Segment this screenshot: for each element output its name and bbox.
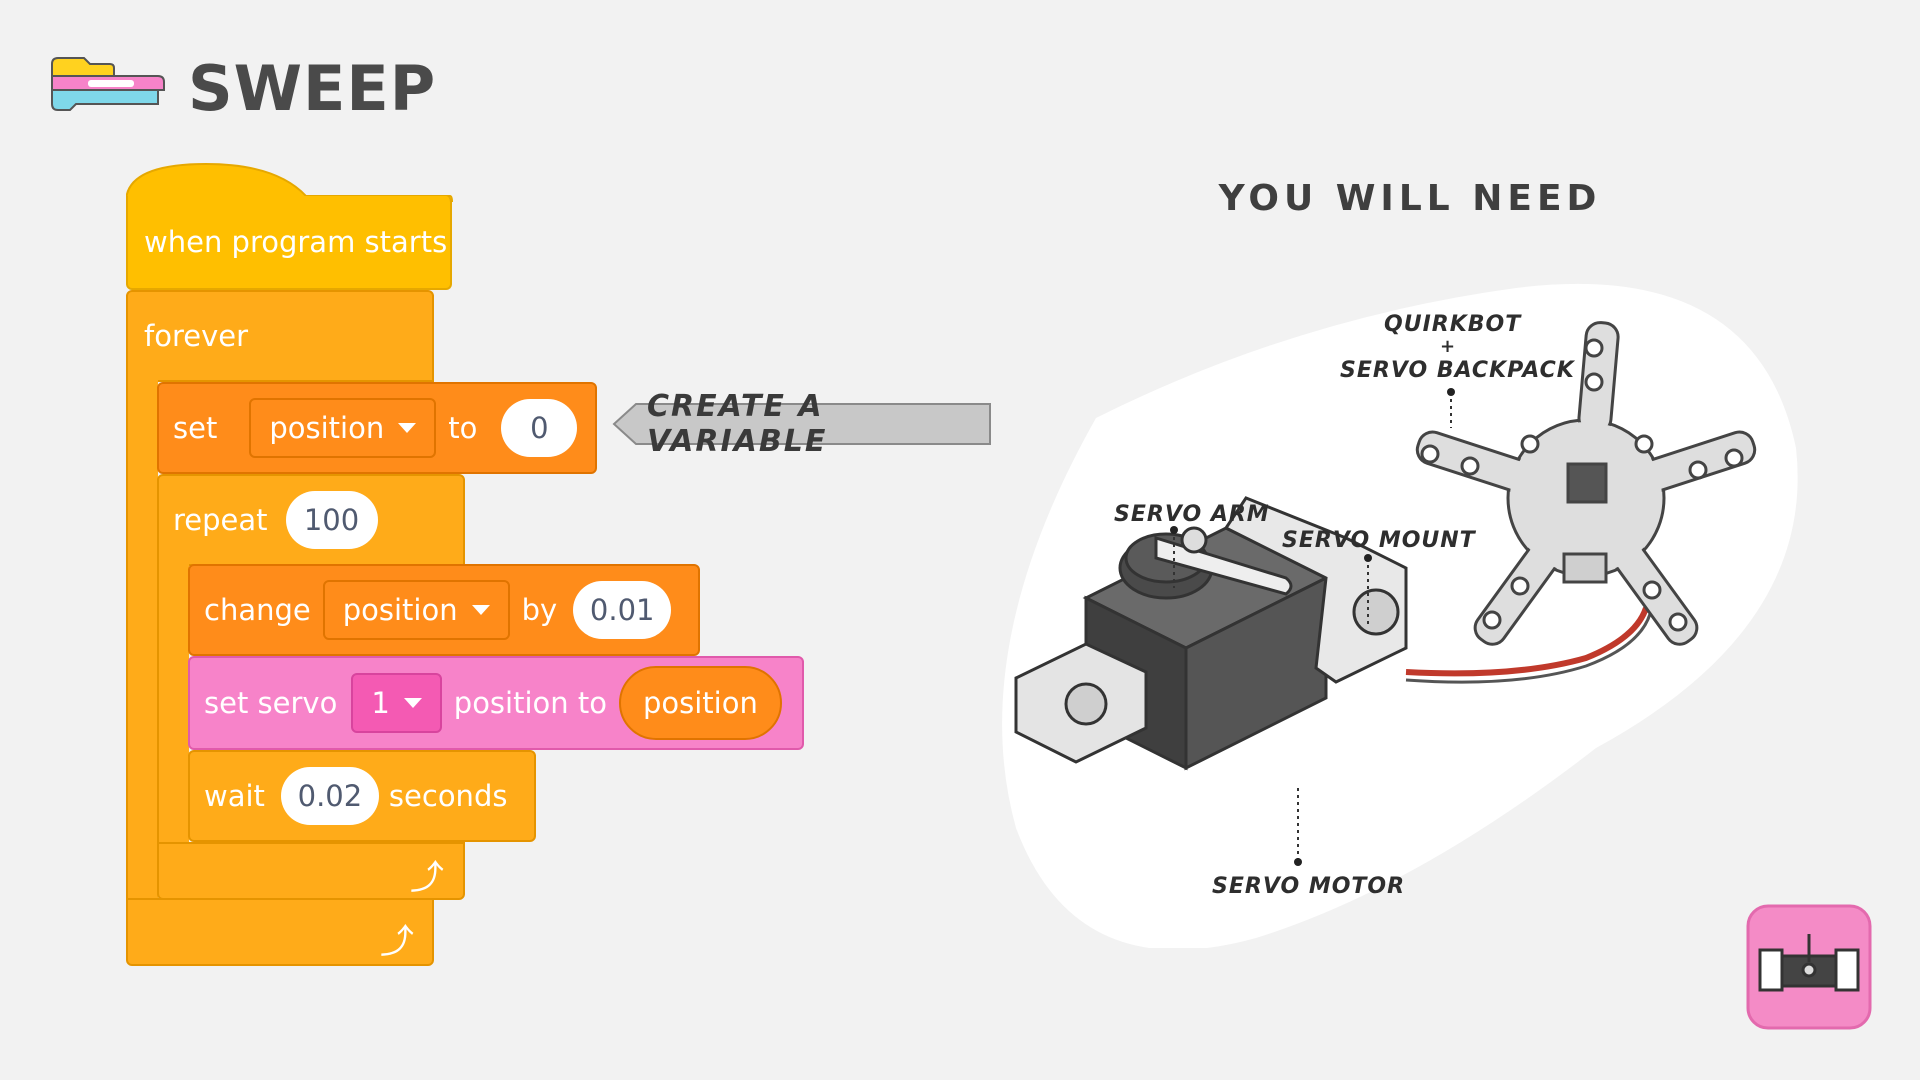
caret-down-icon — [398, 423, 417, 433]
when-program-starts-label: when program starts — [144, 225, 448, 259]
to-label: to — [448, 411, 478, 445]
loop-arrow-icon: ⤴ — [410, 858, 444, 898]
page-title: SWEEP — [188, 52, 437, 125]
forever-arm — [126, 380, 158, 900]
repeat-label: repeat — [173, 503, 268, 537]
servo-dropdown[interactable]: 1 — [351, 673, 442, 733]
quirkbot-label: QUIRKBOT — [1384, 312, 1522, 337]
variable-dropdown-value: position — [342, 593, 458, 627]
change-value-input[interactable]: 0.01 — [573, 581, 672, 639]
change-variable-block[interactable]: change position by 0.01 — [188, 564, 700, 656]
you-will-need-heading: YOU WILL NEED — [1218, 178, 1602, 219]
wait-block[interactable]: wait 0.02 seconds — [188, 750, 536, 842]
servo-dropdown-value: 1 — [371, 686, 390, 720]
variable-dropdown-value: position — [269, 411, 385, 445]
position-to-label: position to — [453, 686, 607, 720]
hat-block-shape — [126, 162, 454, 202]
variable-dropdown[interactable]: position — [249, 398, 437, 458]
set-servo-label: set servo — [204, 686, 338, 720]
caret-down-icon — [471, 605, 490, 615]
by-label: by — [521, 593, 558, 627]
servo-motor-label: SERVO MOTOR — [1212, 874, 1406, 899]
forever-block[interactable]: forever — [126, 290, 434, 382]
servo-mount-label: SERVO MOUNT — [1282, 528, 1476, 553]
set-value-input[interactable]: 0 — [501, 399, 578, 457]
servo-backpack-label: SERVO BACKPACK — [1340, 358, 1575, 383]
code-blocks-icon — [51, 57, 165, 111]
plus-label: + — [1440, 336, 1457, 357]
callout-tag — [612, 403, 991, 445]
servo-arm-label: SERVO ARM — [1114, 502, 1270, 527]
when-program-starts-block[interactable]: when program starts — [126, 196, 452, 290]
set-servo-block[interactable]: set servo 1 position to position — [188, 656, 804, 750]
wait-label: wait — [204, 779, 265, 813]
set-label: set — [173, 411, 218, 445]
parts-illustration — [1002, 283, 1798, 948]
create-variable-callout: CREATE A VARIABLE — [647, 389, 828, 459]
change-label: change — [204, 593, 311, 627]
repeat-arm — [157, 564, 189, 844]
servo-icon[interactable] — [1746, 904, 1872, 1030]
variable-dropdown[interactable]: position — [322, 580, 510, 640]
position-variable-reporter[interactable]: position — [618, 666, 782, 740]
wait-value-input[interactable]: 0.02 — [280, 767, 379, 825]
repeat-footer — [157, 842, 465, 900]
caret-down-icon — [403, 698, 422, 708]
loop-arrow-icon: ⤴ — [380, 922, 414, 962]
wait-unit-label: seconds — [388, 779, 508, 813]
set-variable-block[interactable]: set position to 0 — [157, 382, 597, 474]
repeat-block[interactable]: repeat 100 — [157, 474, 465, 566]
forever-label: forever — [144, 319, 249, 353]
repeat-count-input[interactable]: 100 — [285, 491, 378, 549]
